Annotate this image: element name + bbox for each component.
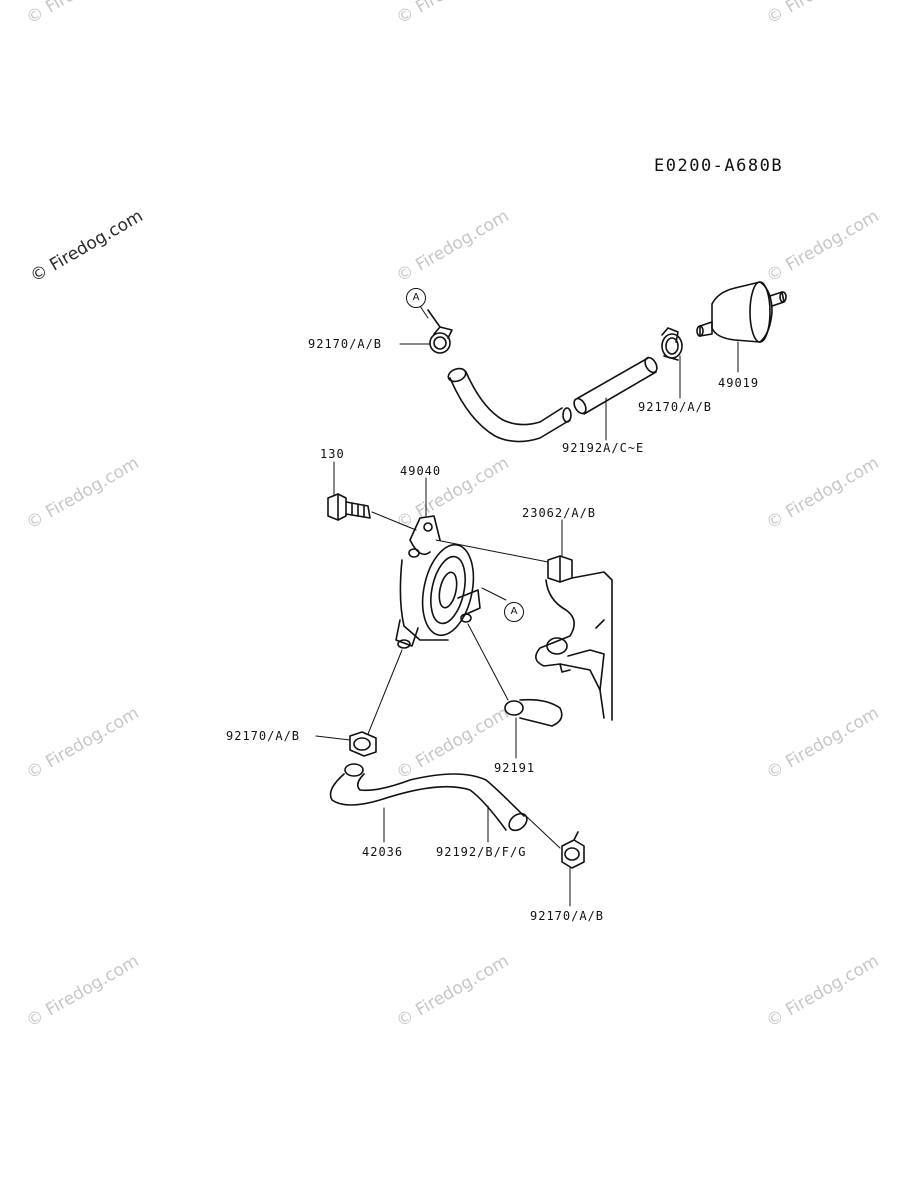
bracket <box>535 555 613 721</box>
leader-lines <box>367 511 561 849</box>
upper-hose <box>447 356 658 443</box>
label-leaders <box>315 305 739 907</box>
clamp-bottom <box>561 831 585 869</box>
part-label: 92191 <box>494 761 536 775</box>
fuel-pump <box>395 515 481 649</box>
fuel-filter <box>696 281 787 343</box>
callout-a-pump: A <box>504 602 524 622</box>
clamp-mid-left <box>349 731 377 757</box>
part-label: 130 <box>320 447 345 461</box>
short-hose <box>504 698 563 727</box>
bolt <box>327 493 371 521</box>
callout-a-top: A <box>406 288 426 308</box>
part-label: 92192/B/F/G <box>436 845 527 859</box>
part-label: 49040 <box>400 464 442 478</box>
part-label: 92170/A/B <box>530 909 605 923</box>
part-label: 92170/A/B <box>308 337 383 351</box>
part-label: 92170/A/B <box>638 400 713 414</box>
part-label: 23062/A/B <box>522 506 597 520</box>
clamp-top-left <box>427 309 453 354</box>
clamp-top-right <box>661 327 683 361</box>
diagram-code: E0200-A680B <box>654 156 784 176</box>
part-label: 49019 <box>718 376 760 390</box>
part-label: 92170/A/B <box>226 729 301 743</box>
part-label: 42036 <box>362 845 404 859</box>
lower-hose <box>329 763 528 832</box>
part-label: 92192A/C~E <box>562 441 645 455</box>
